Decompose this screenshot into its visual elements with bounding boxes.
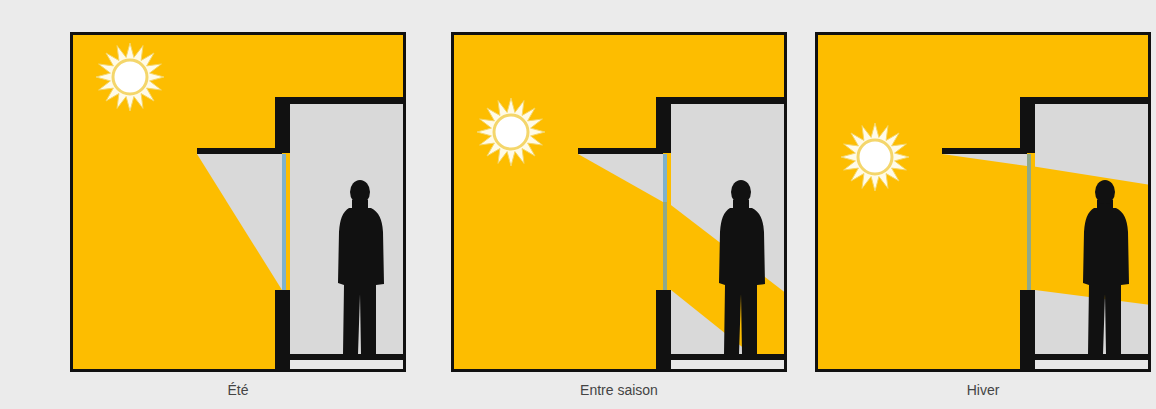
person — [719, 200, 765, 354]
structure — [942, 97, 1151, 372]
person-head-use — [350, 180, 370, 204]
season-caption: Été — [70, 382, 406, 398]
sun — [477, 98, 545, 166]
window-glass — [663, 154, 667, 202]
person — [338, 200, 384, 354]
person — [1083, 200, 1129, 354]
season-caption: Entre saison — [451, 382, 787, 398]
panel-mid-season — [451, 32, 787, 372]
season-caption: Hiver — [815, 382, 1151, 398]
structure — [578, 97, 787, 372]
panel-winter — [815, 32, 1151, 372]
building — [290, 104, 406, 372]
person-head-use — [1095, 180, 1115, 204]
shade-wedge — [197, 154, 282, 290]
sky — [815, 32, 1151, 372]
sun — [96, 43, 164, 111]
person-head-use — [731, 180, 751, 204]
shade-wedge — [578, 154, 663, 202]
sky — [70, 32, 406, 372]
sky — [451, 32, 787, 372]
panel-frame — [817, 34, 1150, 371]
panel-frame — [453, 34, 786, 371]
panel-frame — [72, 34, 405, 371]
window-glass-lit — [1027, 154, 1031, 290]
window-glass — [282, 154, 286, 290]
structure — [197, 97, 406, 372]
window-glass-lit — [663, 202, 667, 290]
panel-summer — [70, 32, 406, 372]
shade-wedge — [942, 154, 1027, 166]
sun — [841, 123, 909, 191]
